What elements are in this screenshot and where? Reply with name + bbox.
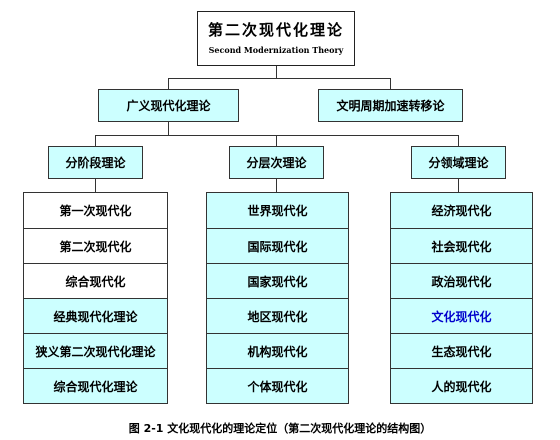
column-item: 国际现代化 (207, 228, 348, 263)
column-stage-items: 第一次现代化 第二次现代化 综合现代化 经典现代化理论 狭义第二次现代化理论 综… (23, 192, 168, 404)
node-generalized-modernization-theory: 广义现代化理论 (98, 89, 239, 122)
node-label: 分领域理论 (428, 156, 489, 170)
root-subtitle: Second Modernization Theory (208, 45, 344, 55)
node-label: 广义现代化理论 (126, 99, 211, 113)
node-domain-theory: 分领域理论 (411, 146, 506, 179)
root-title: 第二次现代化理论 (207, 21, 344, 39)
column-item: 狭义第二次现代化理论 (24, 333, 167, 368)
column-item: 文化现代化 (391, 298, 532, 333)
node-stage-theory: 分阶段理论 (48, 146, 143, 179)
column-item: 世界现代化 (207, 193, 348, 228)
column-item: 综合现代化 (24, 263, 167, 298)
root-node: 第二次现代化理论 Second Modernization Theory (197, 11, 355, 66)
column-item: 机构现代化 (207, 333, 348, 368)
column-item: 综合现代化理论 (24, 368, 167, 403)
column-level-items: 世界现代化 国际现代化 国家现代化 地区现代化 机构现代化 个体现代化 (206, 192, 349, 404)
column-item: 国家现代化 (207, 263, 348, 298)
column-domain-items: 经济现代化 社会现代化 政治现代化 文化现代化 生态现代化 人的现代化 (390, 192, 533, 404)
node-label: 分层次理论 (246, 156, 307, 170)
column-item: 第一次现代化 (24, 193, 167, 228)
column-item: 个体现代化 (207, 368, 348, 403)
column-item: 第二次现代化 (24, 228, 167, 263)
column-item: 经典现代化理论 (24, 298, 167, 333)
column-item: 地区现代化 (207, 298, 348, 333)
column-item: 生态现代化 (391, 333, 532, 368)
node-civilization-cycle-theory: 文明周期加速转移论 (318, 89, 463, 122)
node-level-theory: 分层次理论 (229, 146, 324, 179)
node-label: 分阶段理论 (65, 156, 126, 170)
column-item: 经济现代化 (391, 193, 532, 228)
column-item: 社会现代化 (391, 228, 532, 263)
column-item: 人的现代化 (391, 368, 532, 403)
figure-caption: 图 2-1 文化现代化的理论定位（第二次现代化理论的结构图） (128, 422, 432, 435)
column-item: 政治现代化 (391, 263, 532, 298)
node-label: 文明周期加速转移论 (336, 99, 445, 113)
